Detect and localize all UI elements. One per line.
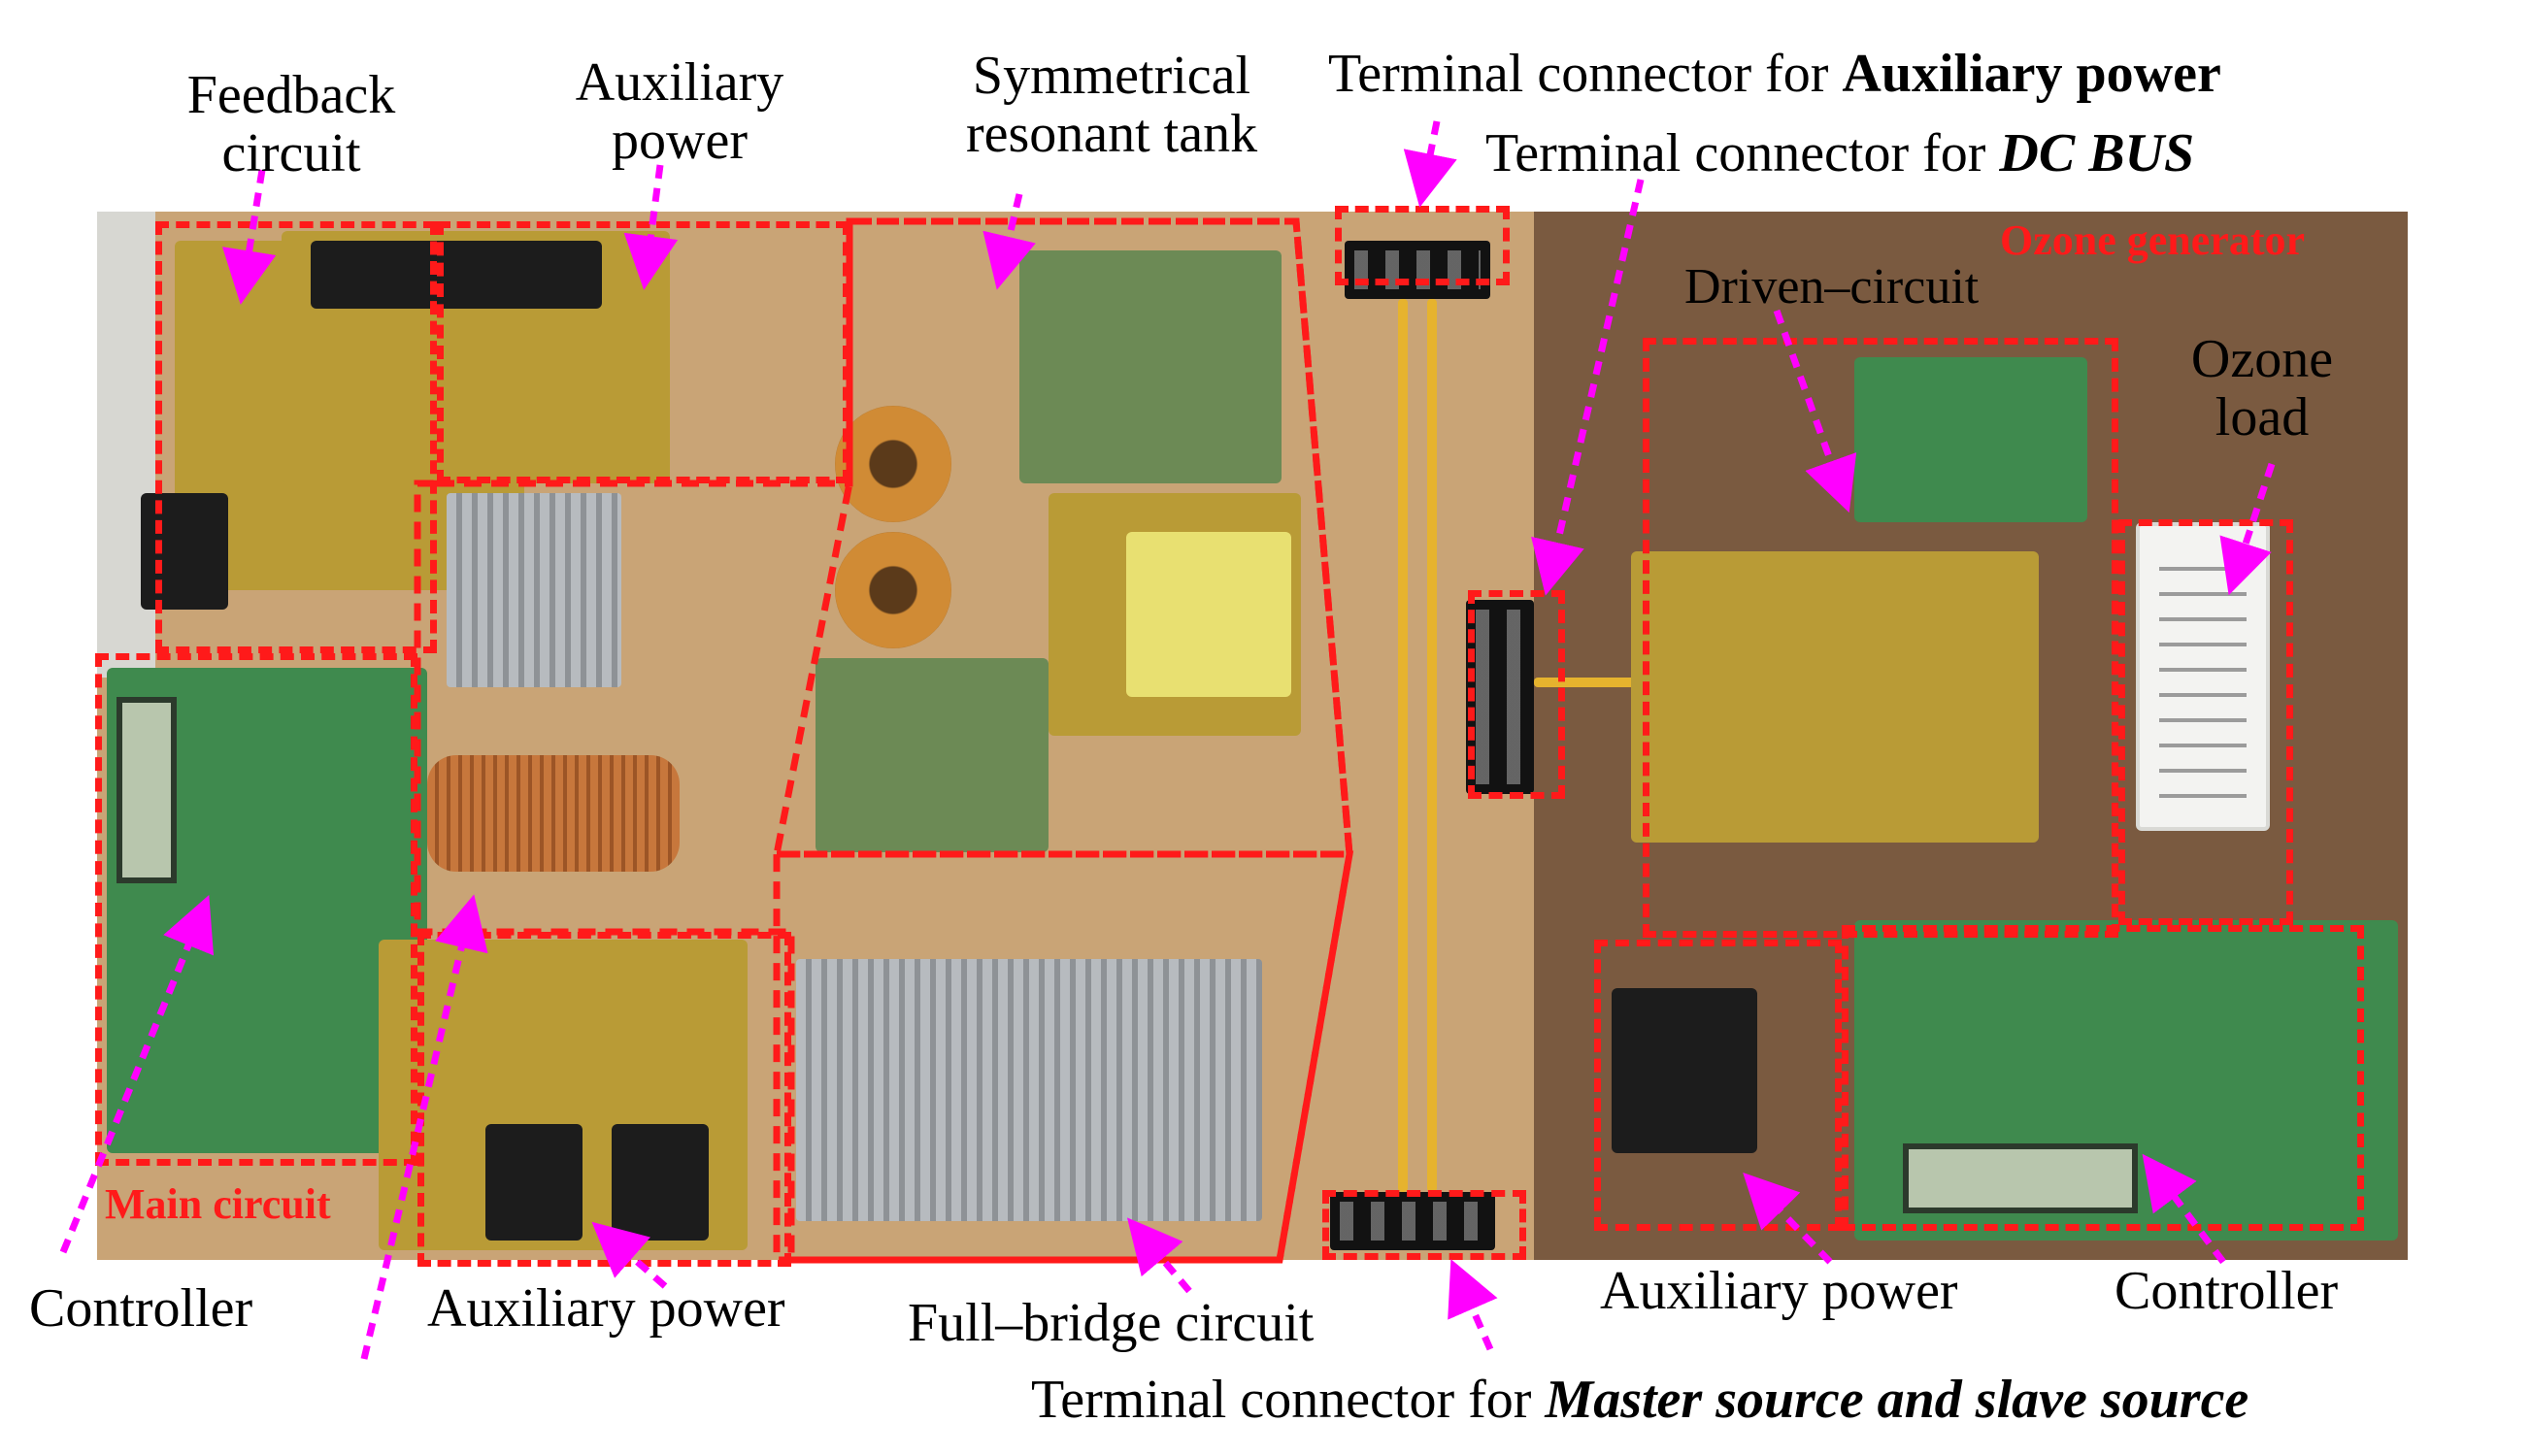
wire-bundle-1 — [1398, 299, 1408, 1192]
aux-power-right-block — [1612, 988, 1757, 1153]
region-feedback-circuit — [155, 221, 437, 653]
region-ozone-load — [2118, 519, 2293, 925]
label-main-circuit: Main circuit — [105, 1180, 331, 1228]
controller-right-lcd — [1903, 1143, 2138, 1213]
region-auxiliary-power-right — [1594, 940, 1842, 1231]
region-terminal-master-slave — [1322, 1190, 1526, 1260]
terminal-dc-bus-photo — [1466, 600, 1534, 794]
inductor-coil-left — [427, 755, 680, 872]
label-ozone-generator: Ozone generator — [2000, 216, 2305, 264]
label-terminal-aux-power: Terminal connector for Auxiliary power — [1328, 44, 2221, 104]
heatsink-small — [447, 493, 621, 687]
arrow-terminal-aux-power — [1403, 120, 1457, 208]
label-full-bridge-circuit: Full–bridge circuit — [908, 1293, 1315, 1353]
transformer-core — [1126, 532, 1291, 697]
label-terminal-dc-bus: Terminal connector for DC BUS — [1485, 123, 2195, 183]
controller-left-lcd — [117, 697, 177, 883]
region-controller-right — [1842, 925, 2364, 1231]
wire-bundle-2 — [1427, 299, 1437, 1192]
region-auxiliary-power-bottom — [417, 932, 791, 1267]
region-terminal-dc-bus — [1468, 590, 1565, 799]
resonant-tank-proto-bottom — [816, 658, 1049, 852]
label-auxiliary-power-right: Auxiliary power — [1600, 1261, 1958, 1321]
region-driven-circuit — [1643, 338, 2118, 938]
arrow-terminal-master-slave — [1448, 1259, 1498, 1351]
resonant-tank-proto-top — [1019, 250, 1282, 483]
region-terminal-aux-power — [1335, 206, 1510, 285]
toroid-2 — [835, 532, 951, 648]
label-terminal-master-slave: Terminal connector for Master source and… — [1031, 1370, 2249, 1430]
label-driven-circuit: Driven–circuit — [1684, 259, 1980, 314]
region-auxiliary-power-top — [437, 221, 849, 483]
toroid-1 — [835, 406, 951, 522]
label-auxiliary-power-bottom: Auxiliary power — [427, 1278, 785, 1339]
full-bridge-heatsink — [796, 959, 1262, 1221]
label-controller-left: Controller — [29, 1278, 253, 1339]
terminal-master-slave-photo — [1330, 1192, 1495, 1250]
label-controller-right: Controller — [2115, 1261, 2339, 1321]
driven-circuit-proto — [1854, 357, 2087, 522]
driven-circuit-pcb — [1631, 551, 2039, 843]
region-controller-left — [95, 653, 417, 1166]
